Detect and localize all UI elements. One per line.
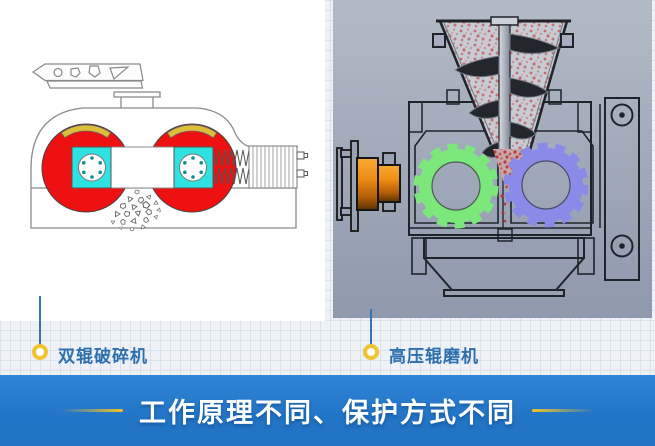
right-machine-label: 高压辊磨机 [389, 347, 479, 366]
discharge-hopper [411, 237, 595, 297]
violet-roller [503, 142, 589, 228]
spring-housing [248, 145, 308, 189]
banner-dash-left-icon [61, 409, 123, 412]
screw-shaft [498, 24, 511, 161]
drive-cylinder [356, 157, 379, 211]
left-diagram-panel [0, 0, 325, 321]
safety-springs [212, 149, 250, 185]
green-roller [413, 143, 499, 229]
drive-cap [377, 164, 401, 203]
hpgr-diagram [333, 0, 652, 318]
left-bullet-ring-icon [32, 344, 48, 360]
left-connector-line [39, 296, 41, 345]
right-diagram-panel [333, 0, 652, 318]
banner-dash-right-icon [532, 409, 594, 412]
banner-title: 工作原理不同、保护方式不同 [139, 398, 516, 428]
bottom-banner: 工作原理不同、保护方式不同 [0, 375, 655, 446]
drive-unit [336, 140, 401, 232]
bearing-blocks [71, 146, 214, 189]
feed-hopper [432, 16, 574, 161]
crusher-rollers [41, 123, 237, 213]
right-connector-line [370, 309, 372, 345]
left-machine-label: 双辊破碎机 [58, 347, 148, 366]
roller-crusher-diagram [30, 63, 308, 232]
right-bullet-ring-icon [363, 344, 379, 360]
screw-flights [454, 33, 561, 158]
screw-top-flange [490, 16, 519, 26]
feed-chute [31, 63, 144, 89]
